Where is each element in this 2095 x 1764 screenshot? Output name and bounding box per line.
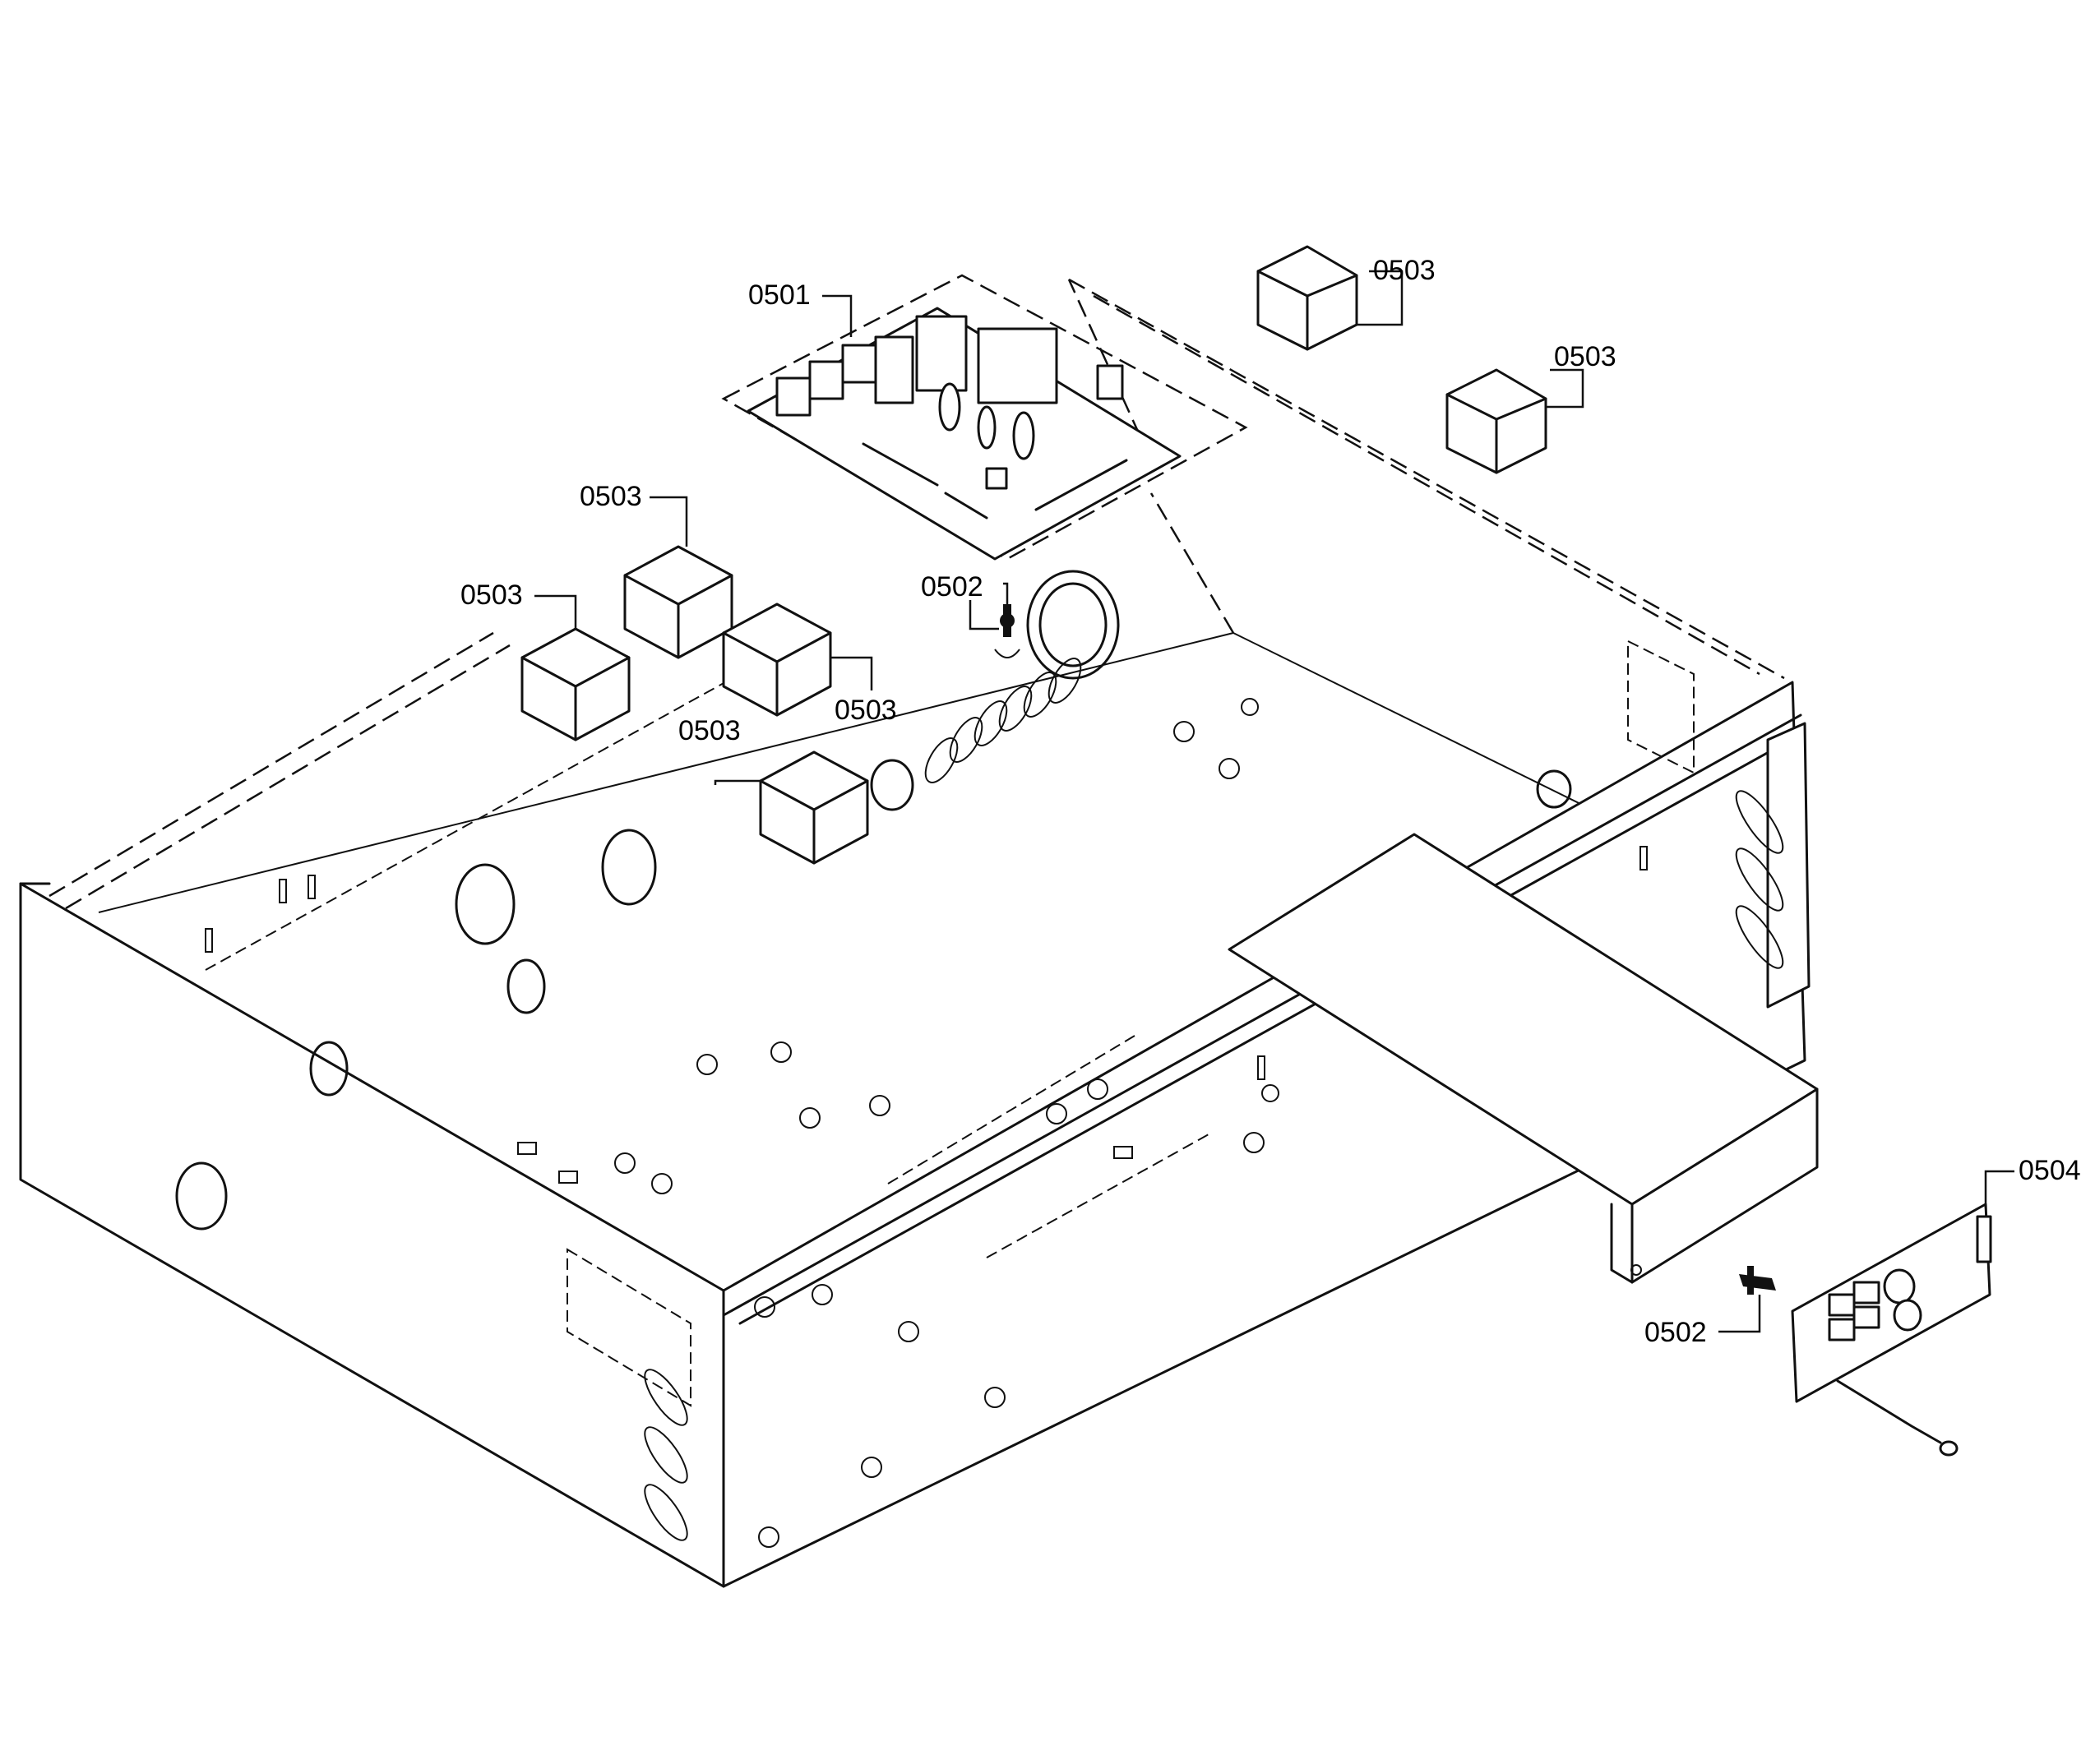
relay-4: [874, 335, 914, 404]
relay-3: [841, 344, 877, 384]
relay-0503-left1: [623, 545, 733, 659]
board-0504: [1791, 1203, 1992, 1457]
relay-a: [1828, 1293, 1856, 1317]
grommet-ring: [870, 570, 1120, 811]
cap-b: [1893, 1299, 1922, 1332]
floor-holes: [175, 698, 1572, 1548]
callout-0503-left1: 0503: [580, 481, 642, 512]
callout-0503-top1: 0503: [1373, 255, 1436, 286]
relay-b: [1852, 1281, 1880, 1305]
side-slots: [644, 790, 1784, 1541]
plate-side: [1630, 1087, 1819, 1284]
capacitor-2: [977, 405, 997, 450]
chassis-end-frame: [1766, 722, 1811, 1009]
leader-lines: [534, 270, 2014, 1333]
relay-d: [1852, 1305, 1880, 1329]
mounting-plate: [1228, 833, 1819, 1284]
chassis-housing: [19, 278, 1811, 1588]
callout-0503-top2: 0503: [1554, 341, 1616, 372]
chip: [985, 467, 1008, 490]
callout-0502-bottom: 0502: [1644, 1317, 1707, 1348]
relay-0503-bottom: [759, 750, 869, 865]
relay-2: [808, 360, 844, 400]
clip-0502-bottom: [1739, 1266, 1776, 1295]
callout-0503-bottom: 0503: [678, 715, 741, 746]
callout-0501: 0501: [748, 279, 811, 311]
control-board-0501: [721, 274, 1248, 561]
relay-c: [1828, 1318, 1856, 1341]
relay-5: [915, 315, 968, 392]
chassis-front-panel: [19, 882, 725, 1588]
coil-spring: [924, 658, 1082, 783]
board-0504-pcb: [1791, 1203, 1991, 1403]
callout-0503-mid: 0503: [835, 695, 897, 726]
clip-0502-top: [994, 604, 1020, 658]
relay-0503-left2: [520, 627, 631, 741]
relay-1: [775, 376, 812, 417]
capacitor-1: [938, 382, 961, 432]
connector: [1096, 364, 1124, 400]
transformer: [977, 327, 1058, 404]
relay-0503-top1: [1256, 245, 1358, 351]
capacitor-3: [1012, 411, 1035, 460]
relay-0503-mid: [722, 603, 832, 717]
callout-0504: 0504: [2019, 1155, 2081, 1186]
cap-a: [1883, 1268, 1916, 1305]
callout-0502-top: 0502: [921, 571, 983, 603]
connector-0504: [1976, 1215, 1992, 1263]
relay-0503-top2: [1445, 368, 1547, 474]
callout-0503-left2: 0503: [460, 580, 523, 611]
